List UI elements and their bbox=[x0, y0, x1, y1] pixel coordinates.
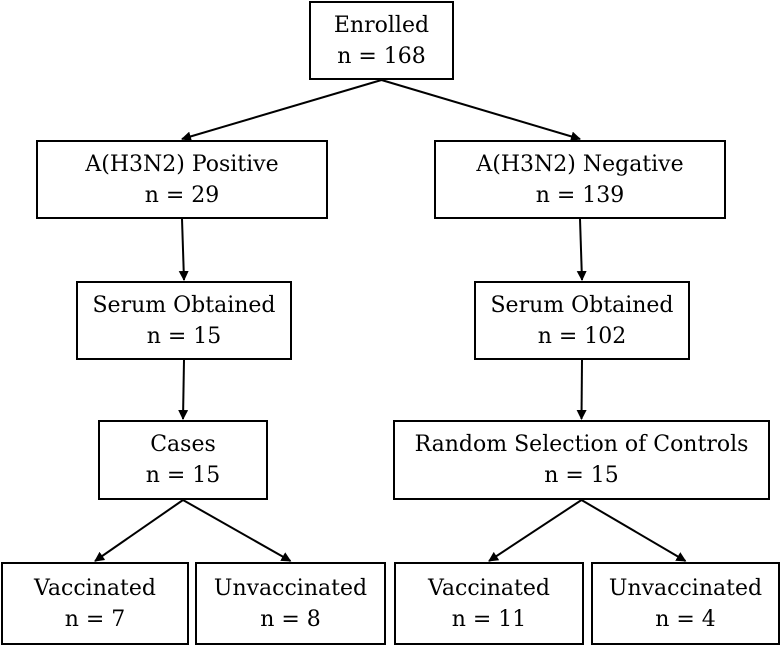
h3n2-positive-count: n = 29 bbox=[144, 182, 220, 208]
enrolled-label: Enrolled bbox=[333, 12, 430, 38]
h3n2-negative-box: A(H3N2) Negative n = 139 bbox=[434, 140, 726, 219]
controls-unvaccinated-count: n = 4 bbox=[655, 606, 716, 632]
arrow-serum_pos-to-cases bbox=[178, 359, 189, 420]
controls-vaccinated-label: Vaccinated bbox=[428, 575, 550, 601]
cases-box: Cases n = 15 bbox=[98, 420, 268, 500]
arrow-cases-to-cases_unvacc bbox=[182, 499, 292, 562]
cases-unvaccinated-count: n = 8 bbox=[260, 606, 321, 632]
h3n2-negative-label: A(H3N2) Negative bbox=[476, 151, 684, 177]
random-selection-controls-box: Random Selection of Controls n = 15 bbox=[393, 420, 770, 500]
arrow-controls-to-controls_unvacc bbox=[580, 499, 687, 562]
serum-obtained-positive-box: Serum Obtained n = 15 bbox=[76, 281, 292, 360]
arrow-enrolled-to-positive bbox=[181, 79, 382, 142]
cases-unvaccinated-box: Unvaccinated n = 8 bbox=[195, 562, 386, 645]
random-selection-controls-label: Random Selection of Controls bbox=[414, 432, 749, 457]
serum-obtained-negative-count: n = 102 bbox=[537, 323, 627, 349]
arrow-enrolled-to-negative bbox=[381, 79, 581, 142]
enrolled-count: n = 168 bbox=[337, 43, 426, 69]
arrow-cases-to-cases_vacc bbox=[94, 499, 184, 562]
enrolled-box: Enrolled n = 168 bbox=[309, 1, 454, 80]
controls-vaccinated-box: Vaccinated n = 11 bbox=[394, 562, 584, 645]
serum-obtained-positive-count: n = 15 bbox=[146, 323, 222, 349]
serum-obtained-positive-label: Serum Obtained bbox=[92, 292, 276, 318]
serum-obtained-negative-label: Serum Obtained bbox=[490, 292, 674, 318]
arrow-positive-to-serum_pos bbox=[178, 218, 189, 281]
arrow-negative-to-serum_neg bbox=[576, 218, 587, 281]
controls-vaccinated-count: n = 11 bbox=[451, 606, 527, 632]
cases-unvaccinated-label: Unvaccinated bbox=[213, 575, 368, 601]
cases-vaccinated-box: Vaccinated n = 7 bbox=[1, 562, 189, 645]
cases-count: n = 15 bbox=[145, 463, 221, 488]
controls-unvaccinated-label: Unvaccinated bbox=[608, 575, 763, 601]
h3n2-negative-count: n = 139 bbox=[535, 182, 625, 208]
serum-obtained-negative-box: Serum Obtained n = 102 bbox=[474, 281, 690, 360]
h3n2-positive-box: A(H3N2) Positive n = 29 bbox=[36, 140, 328, 219]
random-selection-controls-count: n = 15 bbox=[544, 463, 619, 488]
cases-vaccinated-count: n = 7 bbox=[64, 606, 126, 632]
controls-unvaccinated-box: Unvaccinated n = 4 bbox=[591, 562, 780, 645]
cases-vaccinated-label: Vaccinated bbox=[34, 575, 156, 601]
arrow-controls-to-controls_vacc bbox=[488, 499, 583, 562]
h3n2-positive-label: A(H3N2) Positive bbox=[85, 151, 279, 177]
cases-label: Cases bbox=[150, 432, 216, 457]
arrow-serum_neg-to-controls bbox=[576, 359, 587, 420]
